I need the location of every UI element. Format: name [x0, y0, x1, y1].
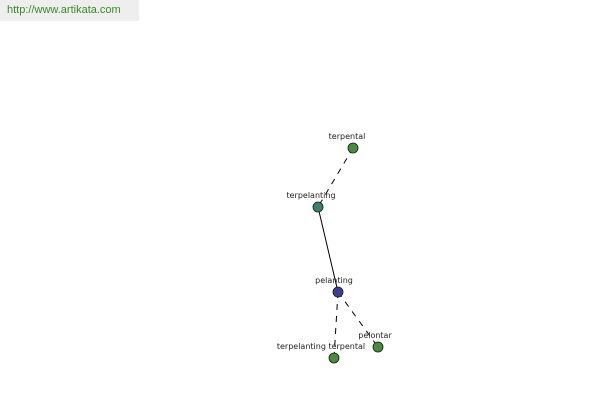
site-url-text[interactable]: http://www.artikata.com	[7, 4, 121, 16]
node-terpelanting-top[interactable]	[312, 201, 324, 213]
edges-layer	[317, 147, 379, 359]
nodes-layer: pelanting terpelanting terpental pelontar te…	[277, 132, 392, 364]
node-pelontar[interactable]	[372, 341, 384, 353]
node-label-pelanting: pelanting	[315, 276, 353, 285]
node-label-terpelanting-top: terpelanting	[286, 191, 335, 200]
node-terpelanting-terpental[interactable]	[328, 352, 340, 364]
node-label-terpental-top: terpental	[329, 132, 366, 141]
node-pelanting[interactable]	[332, 286, 344, 298]
node-label-pelontar: pelontar	[358, 331, 392, 340]
node-terpental-top[interactable]	[347, 142, 359, 154]
edge-terpelanting-top-to-pelanting	[317, 206, 339, 293]
site-url-banner[interactable]: http://www.artikata.com	[0, 0, 139, 21]
node-label-terpelanting-terpental: terpelanting terpental	[277, 342, 365, 351]
